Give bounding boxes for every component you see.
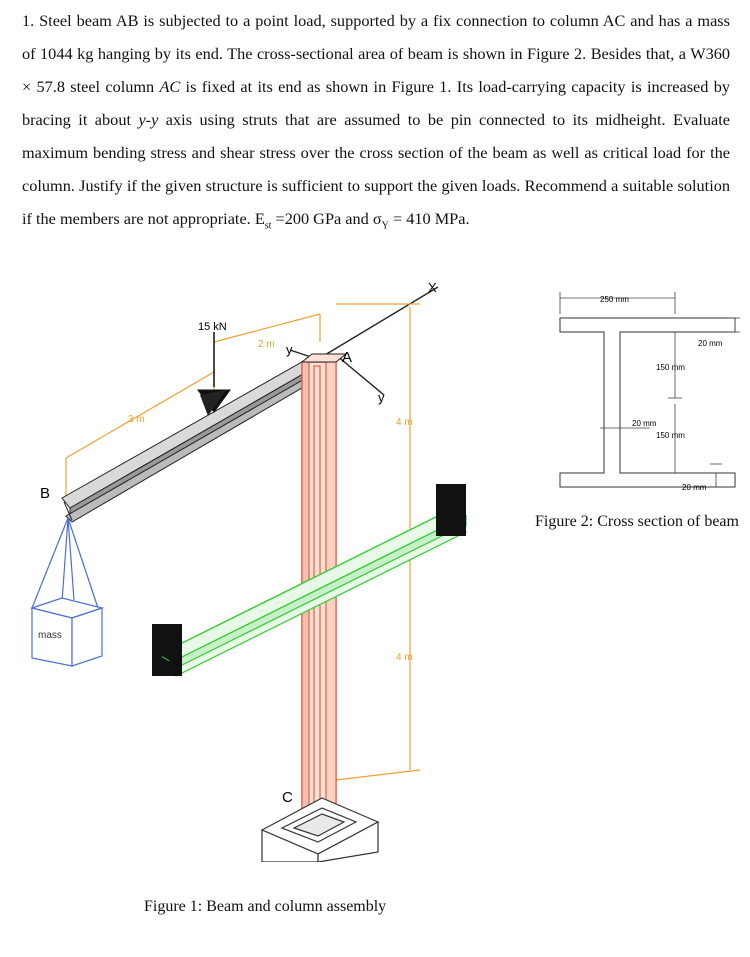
bracing-strut: I (152, 484, 468, 677)
y-axis-line (335, 354, 385, 396)
dim-flange-width: 250 mm (600, 295, 629, 304)
beam-ab (61, 353, 327, 523)
strut-support-right (436, 484, 466, 536)
dim-web-thickness: 20 mm (632, 419, 657, 428)
section-dimension-lines (559, 292, 740, 487)
column-ac-label: AC (159, 77, 181, 96)
svg-text:I: I (159, 654, 173, 664)
problem-text-1: Steel beam AB is subjected to a point lo… (22, 11, 730, 96)
figure-1-caption: Figure 1: Beam and column assembly (144, 898, 387, 915)
dim-upper-web: 150 mm (656, 363, 685, 372)
dimension-4m-top-label: 4 m (396, 417, 413, 428)
strut-support-left (152, 624, 182, 676)
problem-text-2: is fixed at its end as shown in Figure 1… (22, 77, 730, 129)
y-axis-lower-label: y (378, 390, 385, 405)
yield-subscript: Y (381, 220, 389, 232)
dimension-lines (65, 303, 421, 781)
load-label: 15 kN (198, 321, 227, 333)
column-footing (260, 797, 380, 862)
x-axis-label: X (428, 280, 437, 295)
problem-statement: 1. Steel beam AB is subjected to a point… (22, 4, 730, 242)
hanging-mass (29, 517, 105, 667)
problem-number: 1. (22, 11, 35, 30)
dim-top-flange: 20 mm (698, 339, 723, 348)
modulus-subscript: st (264, 220, 272, 232)
mass-label: mass (38, 630, 62, 641)
problem-text-4: =200 GPa and σ (271, 209, 382, 228)
dimension-3m-label: 3 m (128, 414, 145, 425)
dim-bottom-flange: 20 mm (682, 483, 707, 492)
problem-text-5: = 410 MPa. (388, 209, 470, 228)
figure-2-caption: Figure 2: Cross section of beam (535, 513, 739, 530)
figure-1-assembly: X y y 3 m 2 m 4 m 4 m 15 kN A (29, 280, 468, 862)
problem-text-3: axis using struts that are assumed to be… (22, 110, 730, 228)
dimension-4m-bottom-label: 4 m (396, 652, 413, 663)
y-axis-upper-label: y (286, 342, 293, 357)
dim-lower-web: 150 mm (656, 431, 685, 440)
point-a-label: A (342, 349, 352, 366)
dimension-2m-label: 2 m (258, 339, 275, 350)
axis-yy-label: y-y (138, 110, 159, 129)
point-load-arrow (197, 332, 231, 416)
figure-2-cross-section: 250 mm 20 mm 150 mm 20 mm 150 mm 20 mm (559, 292, 740, 492)
point-b-label: B (40, 485, 50, 502)
point-c-label: C (282, 789, 293, 806)
